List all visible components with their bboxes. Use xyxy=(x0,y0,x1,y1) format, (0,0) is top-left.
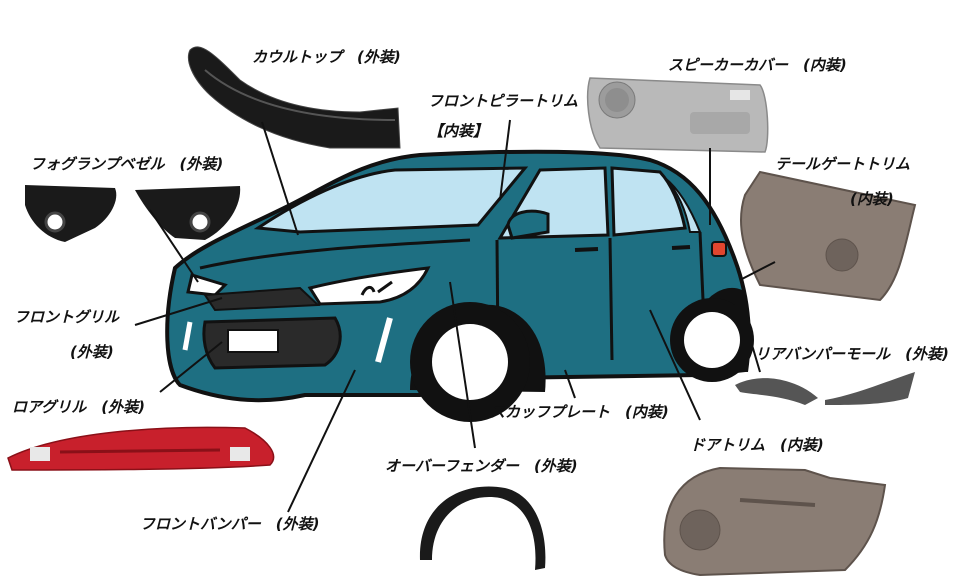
door-handle-front xyxy=(574,247,599,252)
rear-wheel xyxy=(684,312,740,368)
tail-light xyxy=(711,241,727,257)
front-grille-shape xyxy=(203,286,321,312)
label-front-grille-line1: フロントグリル xyxy=(14,308,120,326)
label-front-pillar-trim-line1: フロントピラートリム xyxy=(428,92,579,110)
side-mirror xyxy=(506,209,550,240)
label-lower-grille: ロアグリル (外装) xyxy=(12,398,145,416)
cowl-top-part xyxy=(187,46,401,149)
leader-scuff-plate xyxy=(564,369,576,399)
car-illustration xyxy=(165,149,754,422)
leader-rear-bumper-molding xyxy=(751,344,761,373)
tailgate-trim-part xyxy=(739,170,917,302)
door-line-rear xyxy=(608,237,614,361)
front-wheel xyxy=(432,324,508,400)
label-front-grille-line2: (外装) xyxy=(70,343,114,361)
over-fender-part xyxy=(419,486,546,570)
fog-light-left xyxy=(182,321,193,351)
leader-fog-lamp-bezel xyxy=(149,209,199,283)
label-speaker-cover: スピーカーカバー (内装) xyxy=(668,56,847,74)
label-cowl-top: カウルトップ (外装) xyxy=(252,48,401,66)
leader-tailgate-trim xyxy=(739,261,776,281)
door-handle-rear xyxy=(671,245,691,250)
rear-bumper-molding-part xyxy=(735,372,915,405)
label-tailgate-trim-line1: テールゲートトリム xyxy=(775,155,911,173)
leader-front-pillar-trim xyxy=(499,119,511,201)
fog-light-right xyxy=(375,317,393,363)
label-rear-bumper-molding: リアバンパーモール (外装) xyxy=(755,345,949,363)
door-trim-part xyxy=(663,466,887,577)
label-front-bumper: フロントバンパー (外装) xyxy=(140,515,320,533)
label-scuff-plate: スカッフプレート (内装) xyxy=(490,403,669,421)
license-plate xyxy=(227,329,279,353)
hood-line xyxy=(199,238,471,270)
rear-side-window xyxy=(610,166,687,237)
leader-over-fender xyxy=(449,281,476,449)
label-front-pillar-trim-line2: 【内装】 xyxy=(428,122,489,140)
label-tailgate-trim-line2: (内装) xyxy=(850,190,894,208)
leader-door-trim xyxy=(649,309,701,421)
lower-grille-part xyxy=(7,426,275,471)
leader-cowl-top xyxy=(261,121,299,236)
leader-lower-grille xyxy=(159,341,223,393)
leader-front-grille xyxy=(134,297,223,326)
label-door-trim: ドアトリム (内装) xyxy=(690,436,824,454)
speaker-cover-part xyxy=(586,77,769,153)
leader-lines xyxy=(134,119,776,513)
headlight-detail xyxy=(360,280,393,296)
fog-lamp-bezel-part xyxy=(25,185,241,242)
leader-front-bumper xyxy=(287,369,356,513)
label-over-fender: オーバーフェンダー (外装) xyxy=(385,457,578,475)
label-fog-lamp-bezel: フォグランプベゼル (外装) xyxy=(30,155,224,173)
